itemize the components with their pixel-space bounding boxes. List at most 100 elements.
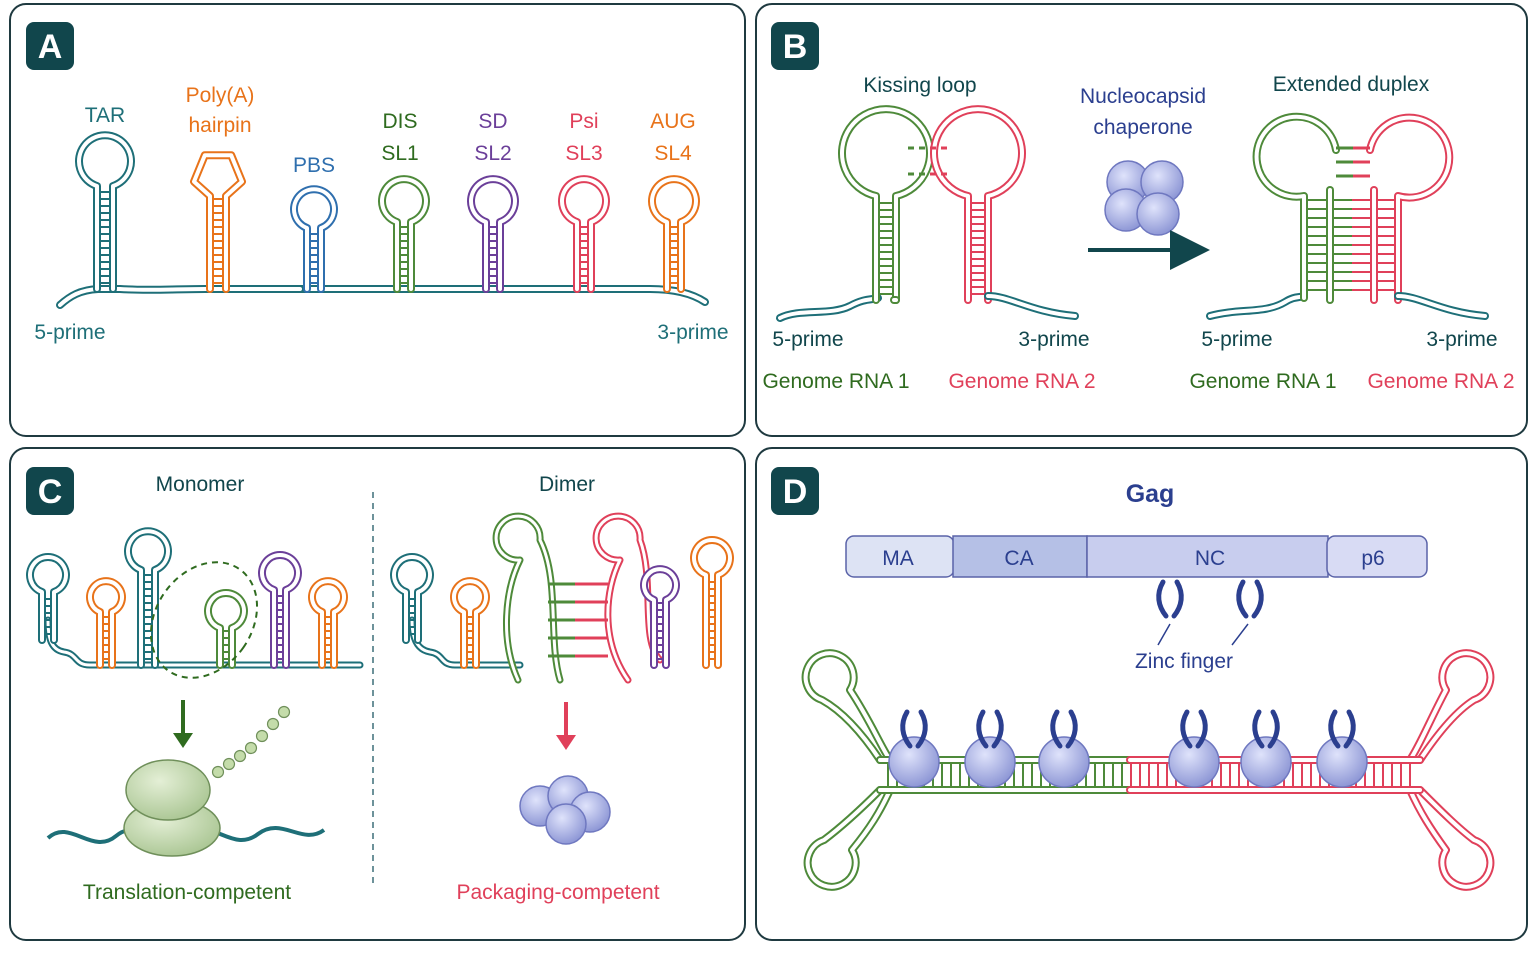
panel-a-badge — [26, 22, 74, 70]
kissing-loop-label: Kissing loop — [863, 74, 976, 97]
nc-label: NC — [1195, 547, 1225, 570]
zinc-finger-label: Zinc finger — [1135, 650, 1233, 673]
panel-a-5prime-label: 5-prime — [34, 321, 105, 344]
genome1-hairpin — [838, 105, 934, 304]
sd-label-line2: SL2 — [474, 142, 511, 165]
tar-label: TAR — [85, 104, 125, 127]
aug-label-line1: AUG — [650, 110, 696, 133]
bound-gag-protein-3 — [1038, 709, 1090, 788]
panel-b-right-genome1-label: Genome RNA 1 — [1189, 370, 1336, 393]
gag-label: Gag — [1126, 480, 1175, 508]
ca-domain — [952, 535, 1088, 578]
dimer-d-red-upper-arm — [1406, 649, 1495, 764]
dimer-sl4 — [690, 536, 734, 669]
bound-zinc-finger-5 — [1252, 709, 1280, 749]
sd-label-line1: SD — [478, 110, 507, 133]
polya-hairpin-stem-loop — [190, 151, 246, 293]
panel-a-badge-text: A — [38, 28, 63, 66]
panel-a-stem-loops — [56, 131, 709, 309]
ribosome — [46, 705, 326, 857]
aug-sl4-stem-loop — [648, 175, 700, 293]
nucleocapsid-label-line2: chaperone — [1093, 116, 1192, 139]
dimer-tar — [390, 553, 434, 644]
panel-a-backbone — [56, 285, 709, 309]
sd-sl2-stem-loop — [467, 175, 519, 293]
gag-bound-rna-dimer — [801, 649, 1495, 891]
pbs-stem-loop — [290, 185, 338, 293]
translation-arrow — [173, 700, 193, 748]
nc-domain — [1086, 535, 1329, 578]
dimer-base-pairs — [548, 582, 608, 658]
panel-b: B Kissing loop Nucleocapsid chaperone Ex… — [755, 3, 1528, 437]
monomer-dis — [204, 589, 248, 669]
panel-b-badge-text: B — [783, 28, 808, 66]
panel-b-left-5prime-label: 5-prime — [772, 328, 843, 351]
panel-a-frame — [9, 3, 746, 437]
ma-label: MA — [882, 547, 914, 570]
kissing-interaction — [908, 146, 950, 176]
dimer-polya — [450, 577, 490, 669]
tar-stem-loop — [75, 131, 135, 293]
p6-label: p6 — [1361, 547, 1384, 570]
polya-label-line1: Poly(A) — [186, 84, 255, 107]
duplex-genome2-loop — [1366, 113, 1454, 304]
panel-d-frame — [755, 447, 1528, 941]
panel-d: D Gag MA CA NC p6 Zinc finger — [755, 447, 1528, 941]
psi-sl3-stem-loop — [558, 175, 610, 293]
extended-duplex-label: Extended duplex — [1273, 73, 1430, 96]
genome1-tail — [776, 294, 882, 322]
panel-d-badge — [771, 467, 819, 515]
panel-b-right-3prime-label: 3-prime — [1426, 328, 1497, 351]
packaging-competent-label: Packaging-competent — [456, 881, 659, 904]
bound-gag-protein-6 — [1316, 709, 1368, 788]
panel-a: A TAR Poly(A) hairpin PBS DIS SL1 SD SL2… — [9, 3, 746, 437]
polya-label-line2: hairpin — [188, 114, 251, 137]
panel-b-left-genome1-label: Genome RNA 1 — [762, 370, 909, 393]
gag-protein-cluster — [519, 775, 611, 845]
duplex-genome1-loop — [1252, 112, 1340, 302]
monomer-long-range-interaction — [149, 561, 259, 679]
psi-label-line1: Psi — [569, 110, 598, 133]
extended-duplex-diagram — [1206, 112, 1489, 320]
nucleocapsid-protein-cluster — [1104, 160, 1184, 236]
bound-gag-protein-4 — [1168, 709, 1220, 788]
panel-c: C Monomer Dimer Translation-co — [9, 447, 746, 941]
monomer-label: Monomer — [156, 473, 245, 496]
panel-b-left-3prime-label: 3-prime — [1018, 328, 1089, 351]
panel-d-badge-text: D — [783, 473, 808, 511]
duplex-base-pairs — [1307, 146, 1395, 291]
dimer-rna-structure — [390, 512, 734, 684]
bound-gag-protein-1 — [888, 709, 940, 788]
bound-zinc-finger-6 — [1328, 709, 1356, 749]
panel-b-badge — [771, 22, 819, 70]
panel-c-badge — [26, 467, 74, 515]
bound-zinc-finger-2 — [976, 709, 1004, 749]
nucleocapsid-label-line1: Nucleocapsid — [1080, 85, 1206, 108]
aug-label-line2: SL4 — [654, 142, 692, 165]
monomer-tar — [26, 553, 70, 644]
dimer-d-red-lower-arm — [1406, 786, 1495, 891]
bound-zinc-finger-1 — [900, 709, 928, 749]
dis-sl1-stem-loop — [378, 175, 430, 293]
monomer-polya — [86, 577, 126, 669]
panel-b-right-5prime-label: 5-prime — [1201, 328, 1272, 351]
dimer-sd — [640, 565, 680, 669]
zinc-finger-motifs — [1156, 579, 1264, 619]
panel-b-left-genome2-label: Genome RNA 2 — [948, 370, 1095, 393]
translation-competent-label: Translation-competent — [83, 881, 291, 904]
pbs-label: PBS — [293, 154, 335, 177]
dis-label-line2: SL1 — [381, 142, 418, 165]
zinc-finger-1 — [1156, 579, 1184, 619]
dimer-d-green-upper-arm — [801, 649, 894, 764]
monomer-backbone — [44, 616, 364, 669]
psi-label-line2: SL3 — [565, 142, 602, 165]
monomer-central-stem — [124, 527, 172, 669]
duplex-genome2-tail — [1394, 292, 1489, 320]
packaging-arrow — [556, 702, 576, 750]
dis-label-line1: DIS — [382, 110, 417, 133]
genome2-tail — [984, 292, 1079, 320]
dimer-backbone-left — [408, 616, 524, 669]
gag-domain-bar: MA CA NC p6 — [845, 535, 1428, 578]
kissing-loop-diagram — [776, 105, 1079, 322]
